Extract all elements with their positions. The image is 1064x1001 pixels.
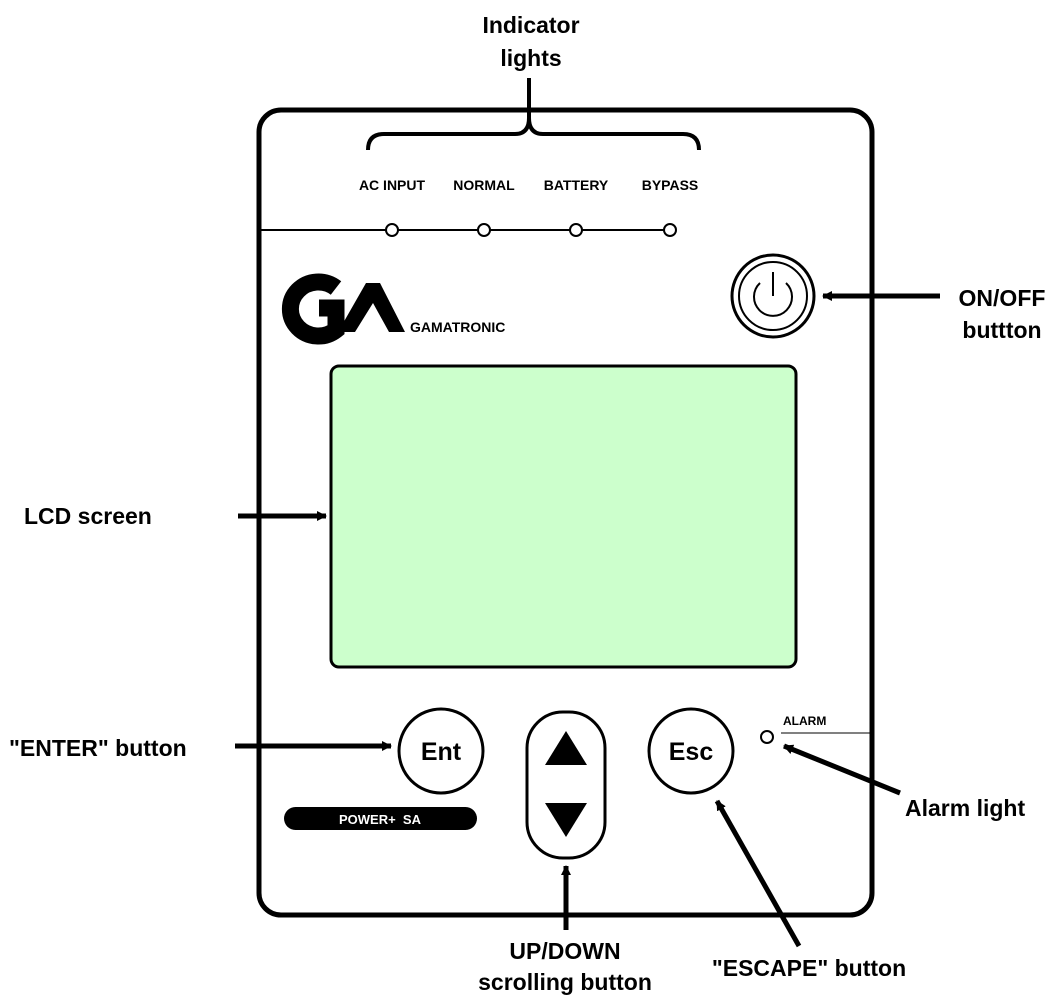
led-ac-input bbox=[385, 223, 399, 237]
escape-button[interactable]: Esc bbox=[647, 707, 735, 795]
callout-indicator-lights-line2: lights bbox=[500, 45, 561, 71]
brand-name: GAMATRONIC bbox=[410, 319, 505, 335]
gamatronic-logo bbox=[281, 273, 405, 345]
indicator-label-bypass: BYPASS bbox=[642, 177, 699, 193]
up-down-scroll-button[interactable] bbox=[525, 710, 607, 860]
up-arrow-icon[interactable] bbox=[545, 731, 587, 765]
model-badge: POWER+ SA bbox=[284, 807, 477, 830]
indicator-label-battery: BATTERY bbox=[544, 177, 609, 193]
callout-up-down-line2: scrolling button bbox=[478, 969, 652, 995]
callout-on-off-line2: buttton bbox=[962, 317, 1041, 343]
lcd-screen bbox=[329, 364, 798, 669]
callout-up-down-line1: UP/DOWN bbox=[509, 938, 620, 964]
arrow-escape-button bbox=[714, 799, 802, 948]
power-icon bbox=[753, 282, 793, 317]
on-off-button[interactable] bbox=[730, 253, 816, 339]
down-arrow-icon[interactable] bbox=[545, 803, 587, 837]
callout-alarm-light: Alarm light bbox=[905, 795, 1025, 821]
callout-indicator-lights-line1: Indicator bbox=[482, 12, 579, 38]
indicator-brace bbox=[366, 78, 701, 151]
callout-on-off-line1: ON/OFF bbox=[959, 285, 1046, 311]
callout-enter-button: "ENTER" button bbox=[9, 735, 187, 761]
model-label: POWER+ SA bbox=[339, 812, 422, 827]
enter-button[interactable]: Ent bbox=[397, 707, 485, 795]
led-normal bbox=[477, 223, 491, 237]
indicator-label-normal: NORMAL bbox=[453, 177, 515, 193]
alarm-label: ALARM bbox=[783, 714, 826, 728]
escape-button-label: Esc bbox=[669, 738, 714, 766]
callout-escape-button: "ESCAPE" button bbox=[712, 955, 906, 981]
led-battery bbox=[569, 223, 583, 237]
indicator-label-ac-input: AC INPUT bbox=[359, 177, 426, 193]
arrow-alarm-light bbox=[783, 743, 901, 796]
alarm-led bbox=[760, 730, 774, 744]
callout-lcd-screen: LCD screen bbox=[24, 503, 152, 529]
led-bypass bbox=[663, 223, 677, 237]
enter-button-label: Ent bbox=[421, 738, 462, 766]
